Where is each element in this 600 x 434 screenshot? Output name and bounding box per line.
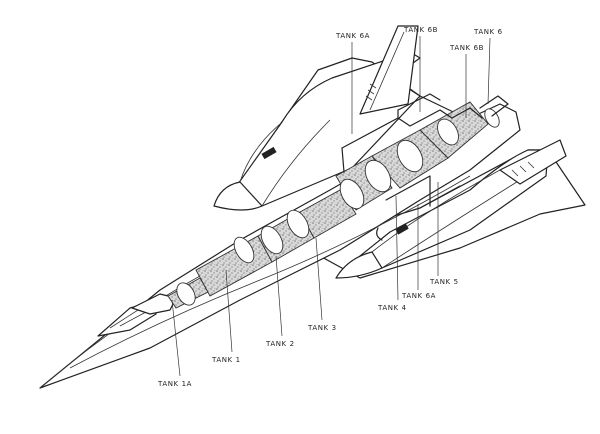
label-tank-3: TANK 3 [307, 324, 337, 332]
upper-vertical-fin [359, 25, 419, 115]
leader-lines [171, 36, 491, 377]
label-tank-5: TANK 5 [429, 278, 459, 286]
lower-vertical-fin [499, 139, 567, 185]
label-tank-4: TANK 4 [377, 304, 407, 312]
label-tank-6b: TANK 6B [449, 44, 484, 52]
label-tank-1a: TANK 1A [157, 380, 192, 388]
label-tank-6: TANK 6 [473, 28, 503, 36]
upper-nacelle-spike [213, 181, 263, 211]
label-tank-1: TANK 1 [211, 356, 241, 364]
label-tank-6b-top: TANK 6B [403, 26, 438, 34]
label-tank-2: TANK 2 [265, 340, 295, 348]
tank-3-shape [299, 189, 357, 239]
lower-nacelle-spike [335, 251, 383, 279]
label-tank-6a-top: TANK 6A [335, 32, 370, 40]
lower-engine-nacelle [339, 149, 549, 273]
label-tank-6a-bottom: TANK 6A [401, 292, 436, 300]
